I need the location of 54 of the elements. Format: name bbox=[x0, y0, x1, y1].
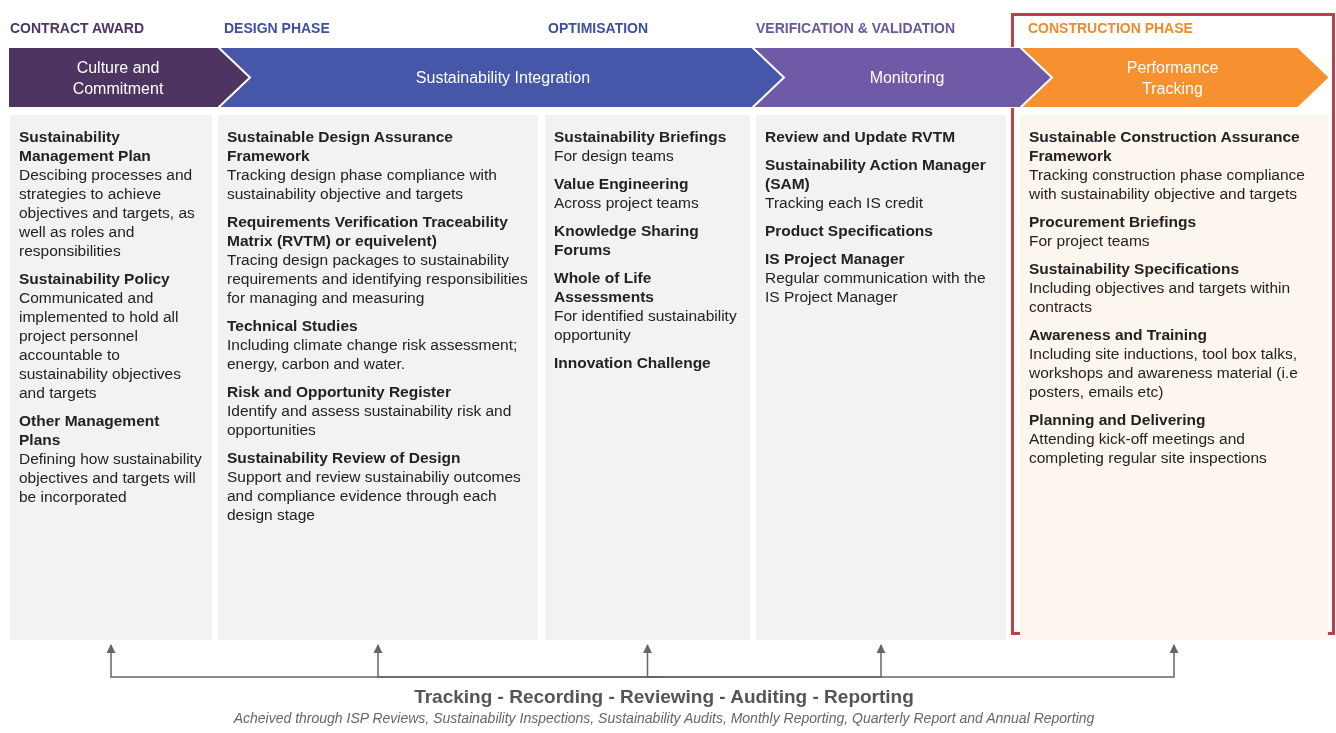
item-description: Tracking each IS credit bbox=[765, 193, 924, 212]
item-heading: Sustainability Briefings bbox=[554, 127, 728, 146]
item-description: Regular communication with the IS Project Manager bbox=[765, 268, 987, 306]
item-heading: IS Project Manager bbox=[765, 249, 906, 268]
item-heading: Technical Studies bbox=[227, 316, 359, 335]
item-description: Support and review sustainabiliy outcomes and compliance evidence through each design stage bbox=[227, 467, 522, 524]
phase-heading: CONTRACT AWARD bbox=[10, 20, 145, 36]
chevron-label: Monitoring bbox=[868, 68, 946, 88]
item-description: Tracing design packages to sustainability requirements and identifying responsibilities for managing and measuring bbox=[227, 250, 529, 307]
item-description: Including climate change risk assessment; energy, carbon and water. bbox=[227, 335, 519, 373]
phase-heading: DESIGN PHASE bbox=[224, 20, 330, 36]
item-heading: Requirements Verification Traceability Matrix (RVTM) or equivelent) bbox=[227, 212, 509, 250]
item-description: Defining how sustainability objectives and targets will be incorporated bbox=[19, 449, 203, 506]
item-description: For identified sustainability opportunity bbox=[554, 306, 738, 344]
item-heading: Innovation Challenge bbox=[554, 353, 712, 372]
item-heading: Awareness and Training bbox=[1029, 325, 1209, 344]
item-heading: Sustainability Policy bbox=[19, 269, 171, 288]
item-heading: Knowledge Sharing Forums bbox=[554, 221, 700, 259]
item-description: Identify and assess sustainability risk and opportunities bbox=[227, 401, 513, 439]
item-heading: Sustainable Construction Assurance Framework bbox=[1029, 127, 1301, 165]
phase-heading: OPTIMISATION bbox=[548, 20, 649, 36]
method-note: Acheived through ISP Reviews, Sustainability Inspections, Sustainability Audits, Monthly Reporting, Quarterly Report and Annual Reporting bbox=[232, 710, 1096, 726]
item-description: Across project teams bbox=[554, 193, 700, 212]
item-heading: Review and Update RVTM bbox=[765, 127, 957, 146]
item-heading: Procurement Briefings bbox=[1029, 212, 1198, 231]
arrow bbox=[663, 644, 1179, 678]
item-heading: Risk and Opportunity Register bbox=[227, 382, 452, 401]
item-heading: Value Engineering bbox=[554, 174, 690, 193]
item-heading: Sustainability Review of Design bbox=[227, 448, 462, 467]
item-description: Tracking design phase compliance with sustainability objective and targets bbox=[227, 165, 498, 203]
phase-panel bbox=[1020, 115, 1328, 640]
item-heading: Other Management Plans bbox=[19, 411, 161, 449]
item-heading: Planning and Delivering bbox=[1029, 410, 1207, 429]
arrow bbox=[643, 644, 665, 678]
process-steps: Tracking - Recording - Reviewing - Auditing - Reporting bbox=[414, 686, 914, 708]
phase-heading: VERIFICATION & VALIDATION bbox=[756, 20, 956, 36]
item-description: Including site inductions, tool box talks, workshops and awareness material (i.e posters, emails etc) bbox=[1029, 344, 1299, 401]
item-heading: Sustainability Action Manager (SAM) bbox=[765, 155, 987, 193]
item-description: Including objectives and targets within contracts bbox=[1029, 278, 1292, 316]
item-description: Tracking construction phase compliance with sustainability objective and targets bbox=[1029, 165, 1306, 203]
phase-heading: CONSTRUCTION PHASE bbox=[1028, 20, 1193, 36]
item-heading: Product Specifications bbox=[765, 221, 934, 240]
item-heading: Sustainability Specifications bbox=[1029, 259, 1241, 278]
item-description: For design teams bbox=[554, 146, 675, 165]
item-description: Descibing processes and strategies to achieve objectives and targets, as well as roles and responsibilities bbox=[19, 165, 196, 260]
item-heading: Whole of Life Assessments bbox=[554, 268, 655, 306]
chevron-label: Performance Tracking bbox=[1125, 57, 1220, 99]
item-description: Attending kick-off meetings and completing regular site inspections bbox=[1029, 429, 1268, 467]
chevron-label: Sustainability Integration bbox=[414, 68, 592, 88]
item-description: Communicated and implemented to hold all project personnel accountable to sustainability objectives and targets bbox=[19, 288, 182, 402]
item-heading: Sustainability Management Plan bbox=[19, 127, 152, 165]
chevron-label: Culture and Commitment bbox=[71, 57, 165, 99]
item-description: For project teams bbox=[1029, 231, 1151, 250]
item-heading: Sustainable Design Assurance Framework bbox=[227, 127, 454, 165]
